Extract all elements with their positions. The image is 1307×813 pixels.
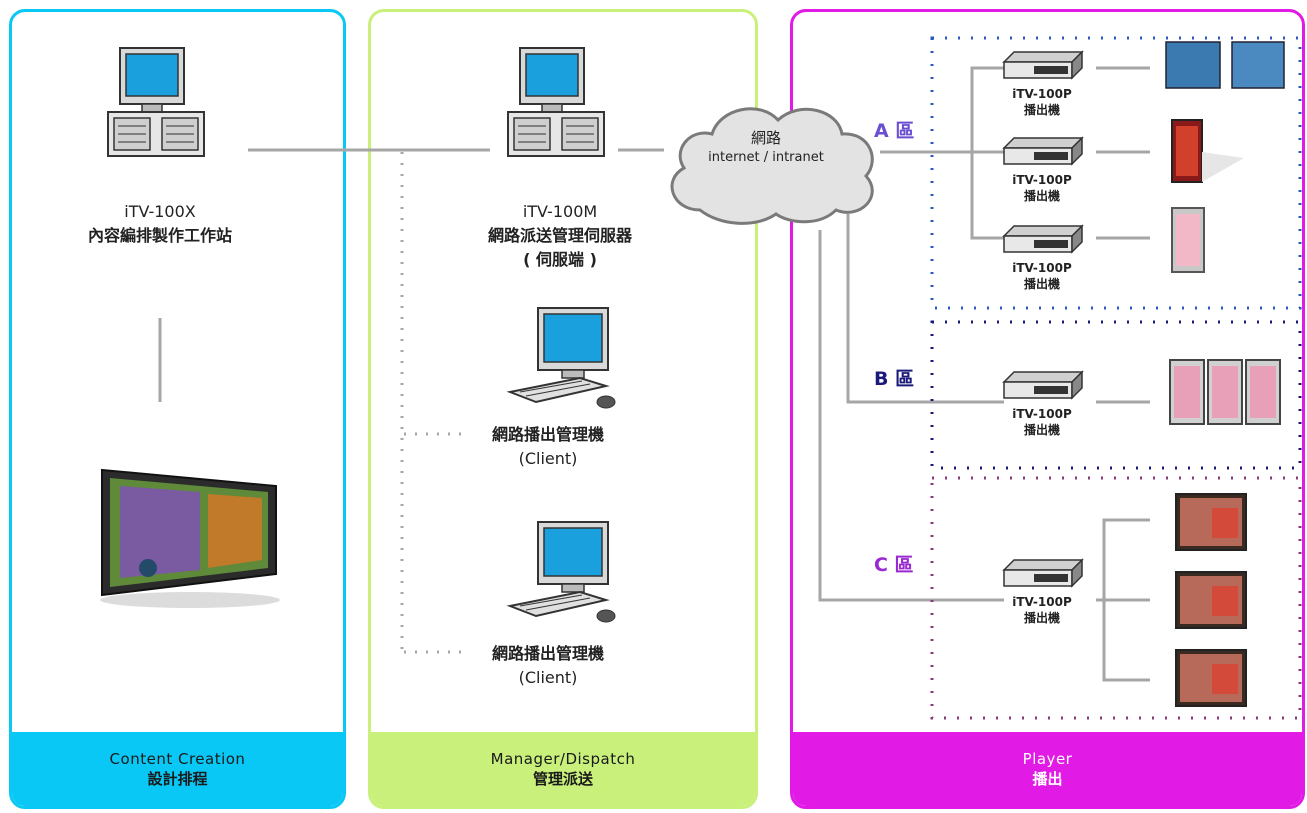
player-c-icon	[1003, 559, 1083, 587]
player-c-model: iTV-100P	[1012, 595, 1072, 609]
manager-dispatch-footer: Manager/Dispatch 管理派送	[371, 732, 755, 806]
cloud-icon	[670, 107, 874, 225]
cloud-sub: internet / intranet	[708, 150, 824, 165]
player-footer: Player 播出	[793, 732, 1302, 806]
client1-icon	[509, 307, 616, 409]
workstation-label: iTV-100X 內容編排製作工作站	[60, 200, 260, 248]
player-a2-label: iTV-100P 播出機	[1000, 172, 1084, 204]
player-b-model: iTV-100P	[1012, 407, 1072, 421]
player-a1-label: iTV-100P 播出機	[1000, 86, 1084, 118]
zone-a-poster-screen-icon	[1171, 207, 1205, 273]
client2-label: 網路播出管理機 (Client)	[468, 642, 628, 690]
server-desc: 網路派送管理伺服器	[487, 226, 632, 245]
player-title-zh: 播出	[1032, 770, 1063, 788]
client1-sub: (Client)	[518, 449, 578, 468]
player-title-en: Player	[1022, 750, 1073, 768]
client1-name: 網路播出管理機	[491, 425, 604, 444]
workstation-model: iTV-100X	[124, 202, 196, 221]
lcd-display-icon	[100, 468, 280, 608]
zone-b-box	[930, 320, 1302, 470]
zone-c-screen3-icon	[1175, 649, 1247, 707]
player-a1-desc: 播出機	[1023, 103, 1060, 117]
player-a2-icon	[1003, 137, 1083, 165]
content-creation-title-en: Content Creation	[109, 750, 246, 768]
cloud-zone-b-link	[846, 214, 1004, 404]
cloud-title: 網路	[750, 129, 781, 147]
content-creation-footer: Content Creation 設計排程	[12, 732, 343, 806]
client2-sub: (Client)	[518, 668, 578, 687]
player-a3-desc: 播出機	[1023, 277, 1060, 291]
player-a2-model: iTV-100P	[1012, 173, 1072, 187]
player-b-icon	[1003, 371, 1083, 399]
zone-a-videowall-icon	[1165, 41, 1285, 89]
player-a2-desc: 播出機	[1023, 189, 1060, 203]
workstation-icon	[107, 47, 205, 157]
client2-name: 網路播出管理機	[491, 644, 604, 663]
player-c-label: iTV-100P 播出機	[1000, 594, 1084, 626]
manager-dispatch-title-zh: 管理派送	[532, 770, 593, 788]
server-icon	[507, 47, 605, 157]
zone-b-label: B 區	[874, 368, 915, 390]
zone-a-portrait-screen-icon	[1171, 119, 1244, 183]
cloud-zone-c-link	[818, 230, 1004, 602]
zone-b-screens-icon	[1169, 359, 1281, 425]
zone-c-label: C 區	[874, 554, 914, 576]
zone-c-screen2-icon	[1175, 571, 1247, 629]
cloud-label: 網路 internet / intranet	[696, 128, 836, 168]
player-a3-label: iTV-100P 播出機	[1000, 260, 1084, 292]
player-a1-icon	[1003, 51, 1083, 79]
zone-a-label: A 區	[874, 120, 915, 142]
player-c-desc: 播出機	[1023, 611, 1060, 625]
player-b-desc: 播出機	[1023, 423, 1060, 437]
manager-dispatch-title-en: Manager/Dispatch	[490, 750, 636, 768]
content-creation-title-zh: 設計排程	[147, 770, 208, 788]
server-note: ( 伺服端 )	[523, 250, 597, 269]
client2-icon	[509, 521, 616, 623]
player-a3-icon	[1003, 225, 1083, 253]
player-b-label: iTV-100P 播出機	[1000, 406, 1084, 438]
workstation-desc: 內容編排製作工作站	[87, 226, 232, 245]
zone-a-box	[930, 36, 1302, 310]
server-label: iTV-100M 網路派送管理伺服器 ( 伺服端 )	[460, 200, 660, 272]
zone-c-box	[930, 476, 1302, 720]
client1-label: 網路播出管理機 (Client)	[468, 423, 628, 471]
player-a1-model: iTV-100P	[1012, 87, 1072, 101]
zone-c-screen1-icon	[1175, 493, 1247, 551]
server-model: iTV-100M	[522, 202, 598, 221]
player-a3-model: iTV-100P	[1012, 261, 1072, 275]
